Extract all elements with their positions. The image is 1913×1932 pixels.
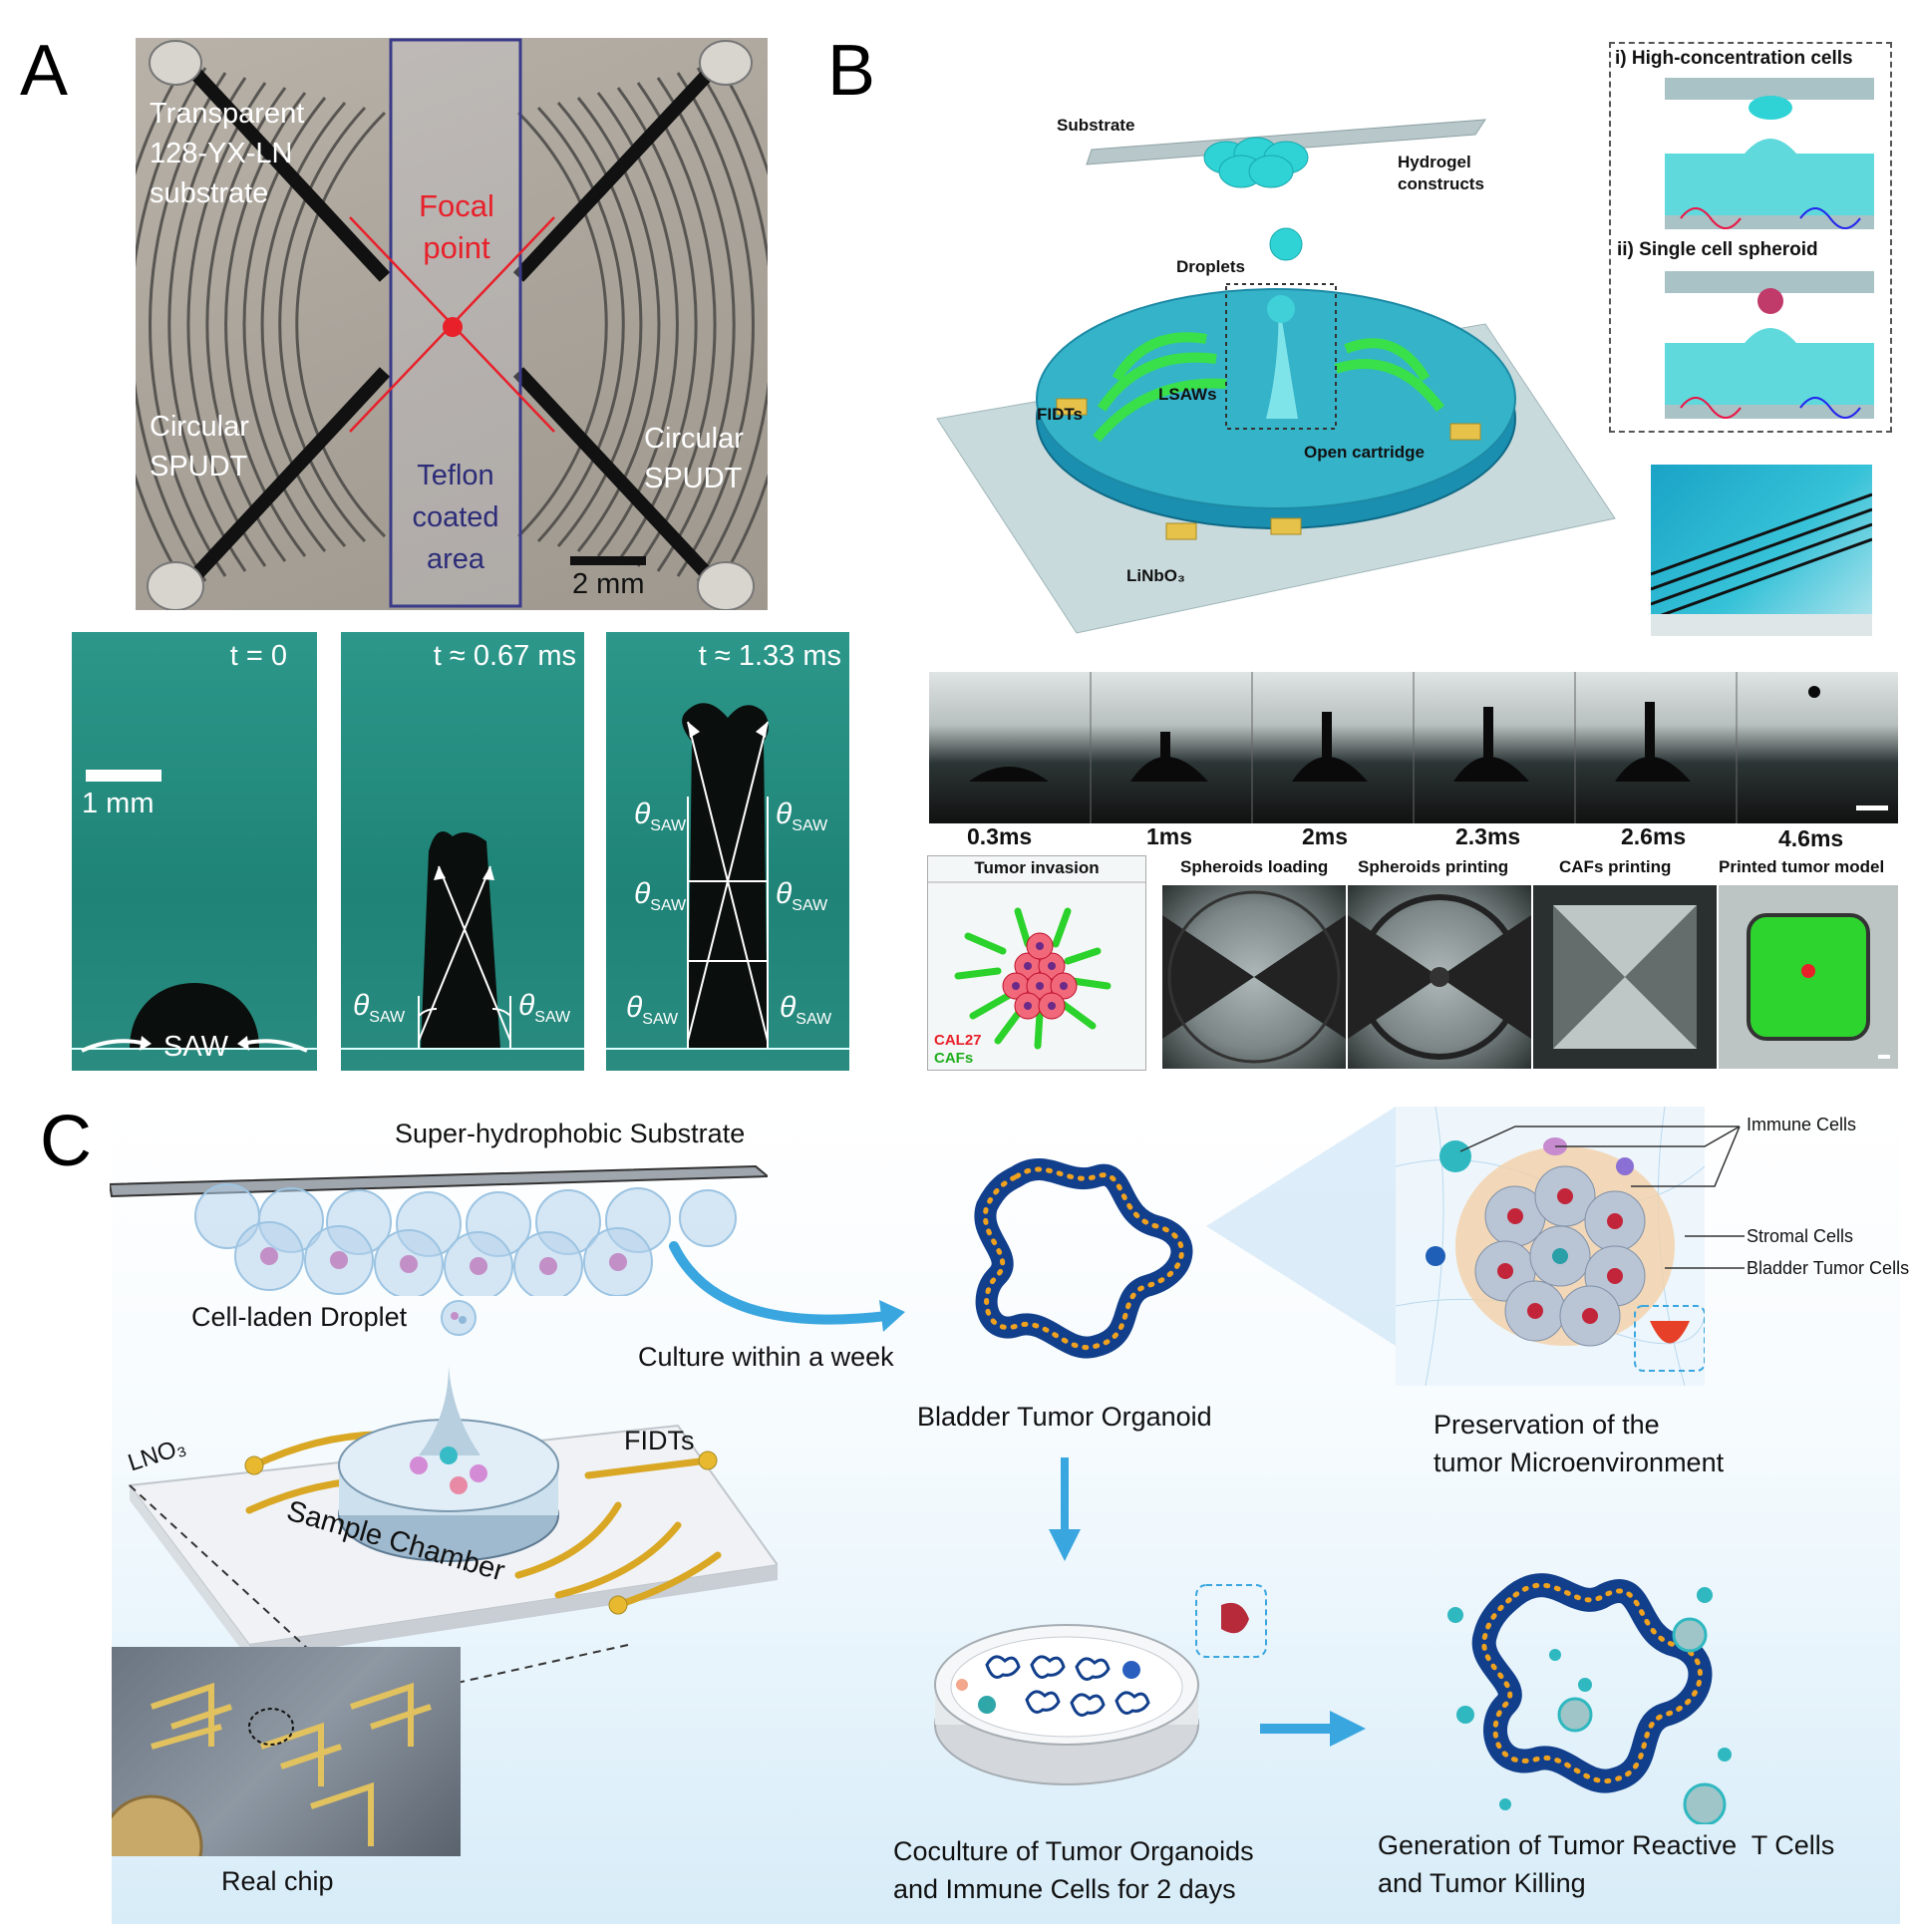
cell-droplet-label: Cell-laden Droplet [191, 1302, 408, 1332]
panel-letter-c: C [40, 1102, 92, 1181]
highspeed-strip [929, 672, 1898, 823]
micro-loading [1162, 885, 1346, 1069]
inset-i-label: i) High-concentration cells [1615, 48, 1853, 69]
theta-l-b: θSAW [634, 877, 687, 914]
legend-cal27: CAL27 [934, 1032, 982, 1049]
frame-time-133: t ≈ 1.33 ms [698, 640, 841, 672]
theta-l-a: θSAW [634, 798, 687, 834]
frame-t133: t ≈ 1.33 ms θSAW θSAW θSAW θSAW θSAW θSA… [606, 632, 849, 1071]
theta-r-b: θSAW [776, 877, 828, 914]
bladder-cells-label: Bladder Tumor Cells [1747, 1258, 1910, 1278]
micro-cafs [1533, 885, 1717, 1069]
down-arrow [1049, 1457, 1081, 1561]
printing-schematic: Substrate Hydrogel constructs Droplets F… [927, 80, 1625, 638]
frame-t067: t ≈ 0.67 ms θSAW θSAW [341, 632, 584, 1071]
micro-printing [1348, 885, 1531, 1069]
b-lsaws-label: LSAWs [1158, 385, 1217, 404]
teflon-label: Teflon coated area [412, 460, 499, 575]
stage-4: Printed tumor model [1719, 857, 1885, 876]
b-substrate-label: Substrate [1057, 116, 1135, 135]
frame-time-067: t ≈ 0.67 ms [433, 640, 576, 672]
substrate-label: Transparent 128-YX-LN substrate [150, 98, 305, 209]
callout-lines [1459, 1126, 1745, 1269]
super-substrate-label: Super-hydrophobic Substrate [395, 1119, 746, 1148]
real-chip-label: Real chip [221, 1866, 334, 1896]
culture-arrow [669, 1241, 905, 1332]
organoid-label: Bladder Tumor Organoid [917, 1402, 1212, 1432]
spudt-left-label: Circular SPUDT [150, 411, 249, 483]
stage-1: Spheroids loading [1180, 857, 1329, 876]
real-chip-photo [112, 1647, 461, 1856]
theta-r-c: θSAW [780, 991, 832, 1028]
frame-t0: t = 0 1 mm SAW [72, 632, 317, 1071]
theta-l-c: θSAW [626, 991, 679, 1028]
b-droplets-label: Droplets [1176, 257, 1245, 276]
stage-0: Tumor invasion [974, 858, 1100, 877]
zoom-fan [1206, 1107, 1396, 1346]
petri-dish [917, 1575, 1276, 1814]
preservation-label: Preservation of the tumor Microenvironme… [1434, 1410, 1725, 1477]
cell-droplet-icon [441, 1300, 477, 1336]
theta-left-1: θSAW [353, 989, 406, 1026]
panel-letter-a: A [20, 31, 69, 111]
time-1: 1ms [1146, 823, 1193, 849]
theta-r-a: θSAW [776, 798, 828, 834]
frame-scale-1mm: 1 mm [82, 788, 155, 819]
tumor-invasion-box: Tumor invasion CAL27 CAFs [927, 855, 1146, 1071]
panel-letter-b: B [827, 31, 876, 111]
stage-2: Spheroids printing [1358, 857, 1509, 876]
stromal-label: Stromal Cells [1747, 1226, 1854, 1246]
generation-label: Generation of Tumor Reactive T Cells and… [1378, 1830, 1835, 1898]
b-cartridge-label: Open cartridge [1304, 443, 1425, 462]
saw-chip-device [120, 1356, 778, 1655]
immune-label: Immune Cells [1747, 1115, 1857, 1134]
time-3: 2.3ms [1455, 823, 1521, 849]
bladder-organoid [974, 1157, 1193, 1359]
culture-label: Culture within a week [638, 1342, 894, 1372]
coculture-label: Coculture of Tumor Organoids and Immune … [893, 1836, 1254, 1904]
time-0: 0.3ms [967, 823, 1033, 849]
fidts-c-label: FIDTs [624, 1426, 695, 1455]
hydrophobic-substrate [110, 1136, 768, 1296]
time-4: 2.6ms [1621, 823, 1687, 849]
time-5: 4.6ms [1778, 825, 1844, 851]
legend-cafs: CAFs [934, 1050, 974, 1067]
focal-point-label: Focal point [419, 188, 494, 265]
time-2: 2ms [1302, 823, 1349, 849]
tumor-killing-organoid [1447, 1573, 1732, 1824]
microenvironment [1396, 1107, 1705, 1386]
stage-3: CAFs printing [1559, 857, 1672, 876]
saw-label: SAW [163, 1031, 228, 1063]
b-linbo3-label: LiNbO₃ [1126, 566, 1185, 585]
b-fidts-label: FIDTs [1037, 405, 1083, 424]
theta-right-1: θSAW [518, 989, 571, 1026]
spudt-right-label: Circular SPUDT [644, 423, 744, 494]
inset-box: i) High-concentration cells ii) Single c… [1609, 42, 1892, 433]
scale-2mm-label: 2 mm [572, 568, 645, 600]
device-photo-a: Transparent 128-YX-LN substrate Focal po… [136, 38, 768, 610]
chip-photo-b [1651, 465, 1872, 636]
inset-ii-label: ii) Single cell spheroid [1617, 239, 1818, 260]
micro-printed-model [1719, 885, 1898, 1069]
frame-time-0: t = 0 [229, 640, 287, 672]
b-hydrogel-label: Hydrogel constructs [1398, 153, 1484, 193]
device-drawing [136, 38, 768, 610]
right-arrow [1260, 1711, 1366, 1747]
